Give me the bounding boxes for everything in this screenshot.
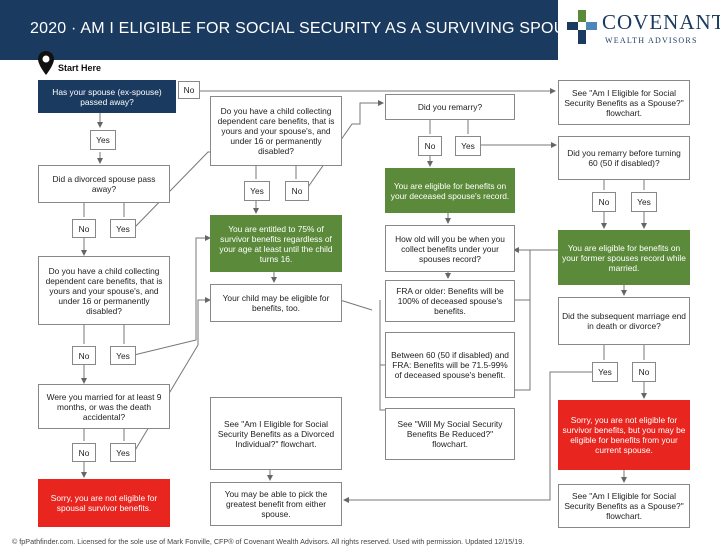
node-text: You may be able to pick the greatest ben… xyxy=(224,489,328,519)
answer-label: No xyxy=(291,186,303,196)
answer-label: No xyxy=(78,223,90,234)
answer-label: Yes xyxy=(96,135,110,145)
question-spouse-passed: Has your spouse (ex-spouse) passed away? xyxy=(38,80,176,113)
logo-subtitle: WEALTH ADVISORS xyxy=(605,36,698,45)
answer-yes: Yes xyxy=(631,192,657,212)
answer-yes: Yes xyxy=(592,362,618,382)
location-pin-icon xyxy=(38,51,54,75)
node-text: Between 60 (50 if disabled) and FRA: Ben… xyxy=(391,350,509,380)
answer-label: No xyxy=(638,367,650,377)
node-text: See "Am I Eligible for Social Security B… xyxy=(564,87,684,118)
answer-label: Yes xyxy=(116,350,130,361)
question-child-dependent-left: Do you have a child collecting dependent… xyxy=(38,256,170,325)
answer-no: No xyxy=(72,346,96,365)
footer-credit: © fpPathfinder.com. Licensed for the sol… xyxy=(12,537,525,546)
node-text: See "Am I Eligible for Social Security B… xyxy=(217,418,335,449)
answer-label: No xyxy=(424,141,436,151)
start-label: Start Here xyxy=(58,63,102,73)
result-eligible-former-spouse: You are eligible for benefits on your fo… xyxy=(558,230,690,285)
see-reduced-flowchart: See "Will My Social Security Benefits Be… xyxy=(385,408,515,460)
answer-yes: Yes xyxy=(244,181,270,201)
page-title: 2020 · AM I ELIGIBLE FOR SOCIAL SECURITY… xyxy=(30,20,597,37)
node-text: Did the subsequent marriage end in death… xyxy=(562,311,686,331)
answer-yes: Yes xyxy=(110,219,136,238)
see-spouse-flowchart-top: See "Am I Eligible for Social Security B… xyxy=(558,80,690,125)
question-how-old: How old will you be when you collect ben… xyxy=(385,225,515,272)
see-divorced-flowchart: See "Am I Eligible for Social Security B… xyxy=(210,397,342,470)
answer-yes: Yes xyxy=(455,136,481,156)
node-text: Did a divorced spouse pass away? xyxy=(52,174,156,194)
node-text: Do you have a child collecting dependent… xyxy=(217,106,335,156)
question-subsequent-marriage: Did the subsequent marriage end in death… xyxy=(558,297,690,345)
result-eligible-deceased-record: You are eligible for benefits on your de… xyxy=(385,168,515,213)
node-text: You are eligible for benefits on your de… xyxy=(390,180,510,201)
answer-label: Yes xyxy=(461,141,475,151)
node-text: Your child may be eligible for benefits,… xyxy=(222,293,330,313)
node-text: Were you married for at least 9 months, … xyxy=(46,391,162,422)
node-text: You are eligible for benefits on your fo… xyxy=(562,242,686,273)
question-child-dependent-mid: Do you have a child collecting dependent… xyxy=(210,96,342,166)
answer-yes: Yes xyxy=(110,346,136,365)
answer-yes: Yes xyxy=(90,130,116,150)
node-text: Did you remarry? xyxy=(417,102,483,112)
result-75-percent: You are entitled to 75% of survivor bene… xyxy=(210,215,342,272)
node-text: Did you remarry before turning 60 (50 if… xyxy=(567,148,681,168)
logo-name: COVENANT xyxy=(602,10,720,34)
node-text: You are entitled to 75% of survivor bene… xyxy=(219,223,333,264)
node-text: See "Will My Social Security Benefits Be… xyxy=(397,419,503,449)
question-remarry: Did you remarry? xyxy=(385,94,515,120)
answer-no: No xyxy=(285,181,309,201)
header-bar: 2020 · AM I ELIGIBLE FOR SOCIAL SECURITY… xyxy=(0,0,596,60)
answer-no: No xyxy=(178,81,200,99)
company-logo: COVENANT WEALTH ADVISORS xyxy=(565,6,720,54)
answer-no: No xyxy=(592,192,616,212)
see-spouse-flowchart-bottom: See "Am I Eligible for Social Security B… xyxy=(558,484,690,528)
answer-no: No xyxy=(418,136,442,156)
result-fra-or-older: FRA or older: Benefits will be 100% of d… xyxy=(385,280,515,322)
answer-no: No xyxy=(72,219,96,238)
answer-label: No xyxy=(183,85,195,95)
node-text: Has your spouse (ex-spouse) passed away? xyxy=(52,86,162,107)
node-text: FRA or older: Benefits will be 100% of d… xyxy=(396,286,504,316)
answer-no: No xyxy=(72,443,96,462)
question-married-9-months: Were you married for at least 9 months, … xyxy=(38,384,170,429)
logo-mark-icon xyxy=(567,10,597,44)
question-remarry-before-60: Did you remarry before turning 60 (50 if… xyxy=(558,136,690,180)
answer-label: Yes xyxy=(116,447,130,458)
result-between-60-fra: Between 60 (50 if disabled) and FRA: Ben… xyxy=(385,332,515,398)
answer-no: No xyxy=(632,362,656,382)
answer-yes: Yes xyxy=(110,443,136,462)
result-not-eligible-spousal: Sorry, you are not eligible for spousal … xyxy=(38,479,170,527)
node-text: How old will you be when you collect ben… xyxy=(395,233,505,264)
answer-label: No xyxy=(78,447,90,458)
answer-label: Yes xyxy=(637,197,651,207)
result-child-eligible: Your child may be eligible for benefits,… xyxy=(210,284,342,322)
question-divorced-spouse-passed: Did a divorced spouse pass away? xyxy=(38,165,170,203)
answer-label: Yes xyxy=(116,223,130,234)
answer-label: No xyxy=(78,350,90,361)
node-text: Do you have a child collecting dependent… xyxy=(45,265,163,316)
result-not-eligible-current-spouse: Sorry, you are not eligible for survivor… xyxy=(558,400,690,470)
node-text: Sorry, you are not eligible for spousal … xyxy=(50,493,158,513)
result-pick-greatest: You may be able to pick the greatest ben… xyxy=(210,482,342,526)
answer-label: Yes xyxy=(598,367,612,377)
node-text: See "Am I Eligible for Social Security B… xyxy=(564,491,684,521)
node-text: Sorry, you are not eligible for survivor… xyxy=(562,415,686,455)
answer-label: Yes xyxy=(250,186,264,196)
answer-label: No xyxy=(598,197,610,207)
